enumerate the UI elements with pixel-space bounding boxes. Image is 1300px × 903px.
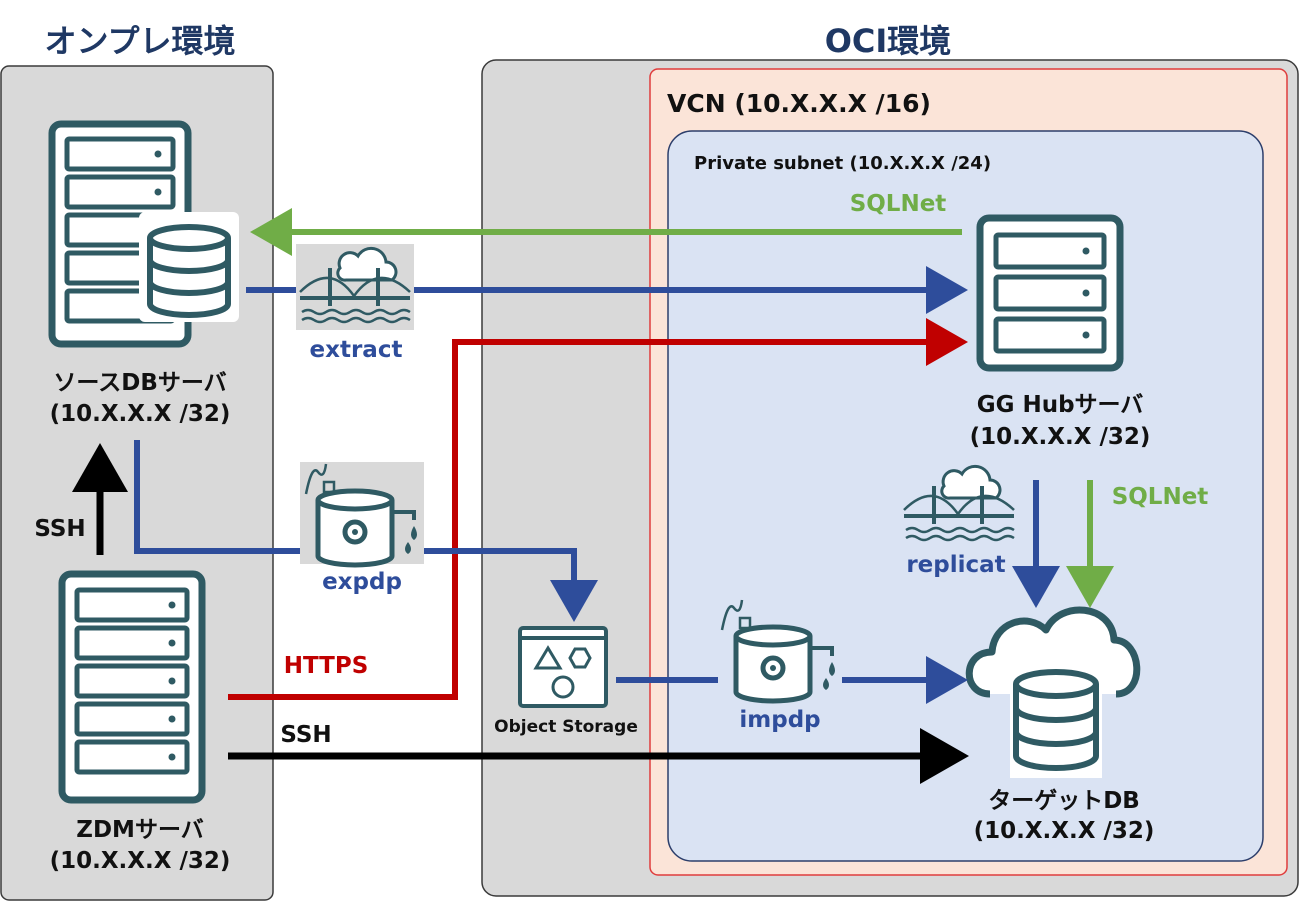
datapump-expdp-icon	[300, 462, 424, 568]
extract-label: extract	[310, 337, 403, 363]
source-db-name: ソースDBサーバ	[53, 370, 226, 396]
database-icon	[139, 212, 239, 322]
zdm-server-icon	[58, 570, 206, 804]
cloud-database-icon	[965, 606, 1141, 778]
onprem-title: オンプレ環境	[44, 22, 235, 60]
gg-hub-server-icon	[976, 214, 1124, 372]
bridge-extract-icon	[296, 244, 414, 330]
target-db-ip: (10.X.X.X /32)	[974, 818, 1155, 844]
replicat-label: replicat	[906, 552, 1005, 578]
oci-title: OCI環境	[825, 22, 952, 60]
source-db-ip: (10.X.X.X /32)	[50, 401, 231, 427]
ssh-bottom-label: SSH	[280, 722, 331, 748]
object-storage-label: Object Storage	[494, 717, 638, 737]
sqlnet-right-label: SQLNet	[1112, 484, 1209, 510]
zdm-name: ZDMサーバ	[76, 817, 203, 843]
gg-hub-name: GG Hubサーバ	[977, 392, 1144, 418]
impdp-label: impdp	[739, 707, 820, 733]
sqlnet-top-label: SQLNet	[850, 191, 947, 217]
target-db-name: ターゲットDB	[988, 788, 1140, 814]
zdm-ip: (10.X.X.X /32)	[50, 848, 231, 874]
ssh-up-label: SSH	[34, 516, 85, 542]
https-line	[228, 318, 968, 700]
gg-hub-ip: (10.X.X.X /32)	[970, 424, 1151, 450]
datapump-impdp-icon	[718, 594, 842, 704]
vcn-label: VCN (10.X.X.X /16)	[667, 89, 931, 118]
https-label: HTTPS	[284, 653, 369, 679]
object-storage-icon	[518, 626, 608, 708]
bridge-replicat-icon	[900, 462, 1018, 548]
private-subnet-label: Private subnet (10.X.X.X /24)	[694, 153, 991, 174]
expdp-label: expdp	[322, 569, 402, 595]
